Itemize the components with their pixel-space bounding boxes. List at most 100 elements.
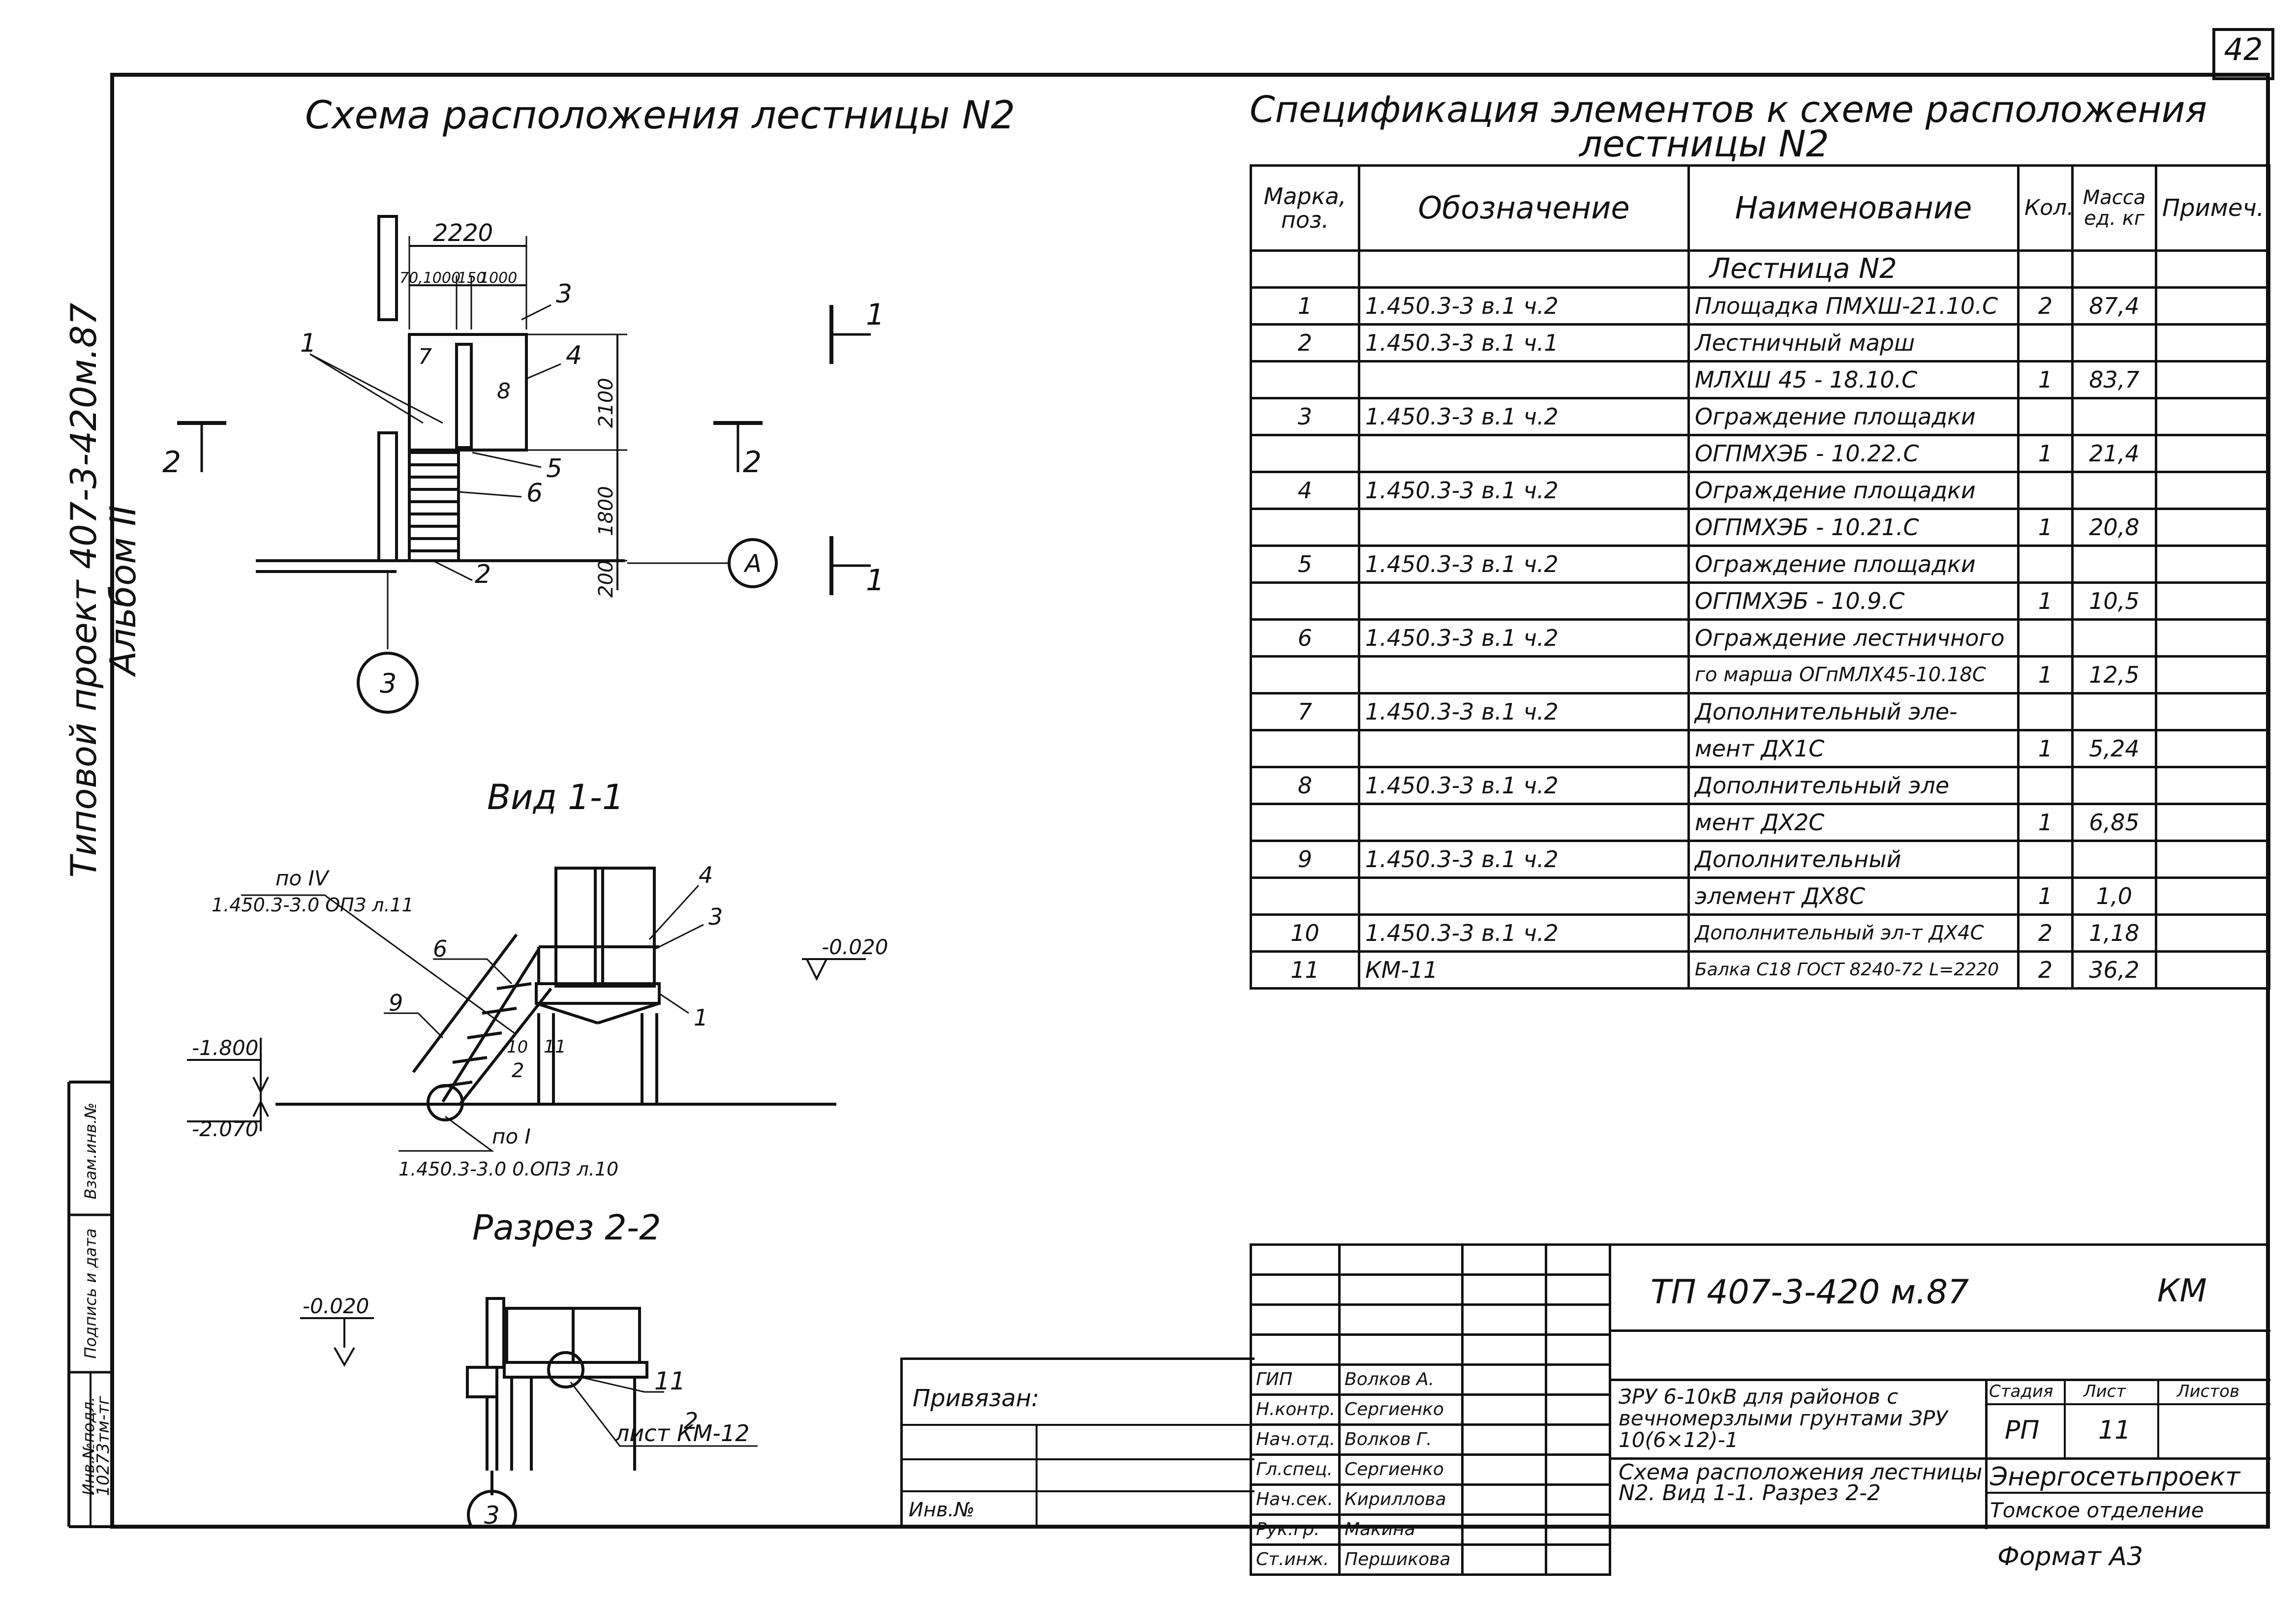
sheet-header: Лист [2083, 1382, 2126, 1401]
signature-name: Макина [1338, 1513, 1464, 1546]
stamp-line [1985, 1492, 2270, 1494]
spec-cell: 1.450.3-3 в.1 ч.2 [1358, 913, 1690, 953]
view11-title: Вид 1-1 [487, 777, 624, 817]
dim-v-top: 2100 [595, 378, 617, 428]
spec-header-qty: Кол. [2017, 164, 2074, 252]
signature-mark [1461, 1513, 1547, 1546]
spec-title-line2: лестницы N2 [1579, 123, 1829, 165]
spec-cell: 6,85 [2071, 803, 2157, 842]
spec-cell: Ограждение площадки [1687, 544, 2020, 584]
signature-mark [1461, 1393, 1547, 1426]
plan-title: Схема расположения лестницы N2 [305, 93, 1015, 138]
spec-cell: 11 [1250, 950, 1360, 990]
spec-cell [1358, 581, 1690, 621]
view11-ref-top: по IV [276, 866, 330, 890]
spec-cell [1358, 249, 1690, 289]
axis-3-label: 3 [380, 668, 397, 699]
project-title-vertical: Типовой проект 407-3-420м.87 Альбом II [63, 302, 144, 878]
dim-sub-mid: 150 [458, 270, 486, 287]
section22-sheet-ref: лист КМ-12 [614, 1420, 749, 1447]
plan-drawing: 2220 70,1000 150 1000 2100 1800 200 1 2 … [162, 215, 885, 714]
sheets-header: Листов [2177, 1382, 2240, 1401]
signature-row: Ст.инж.Першикова [1250, 1543, 1611, 1576]
spec-cell: ОГПМХЭБ - 10.22.С [1687, 434, 2020, 473]
spec-cell [2017, 840, 2074, 879]
spec-title-line1: Спецификация элементов к схеме расположе… [1250, 89, 2207, 131]
stage-header: Стадия [1989, 1382, 2053, 1401]
spec-cell [1250, 434, 1360, 473]
spec-cell [2017, 544, 2074, 584]
sheet-title: Схема расположения лестницы N2. Вид 1-1.… [1619, 1460, 1983, 1506]
stamp-divider [1985, 1379, 1988, 1529]
section22-axis: 3 [484, 1501, 500, 1525]
spec-cell [2155, 729, 2270, 768]
spec-cell: 20,8 [2071, 508, 2157, 547]
sheet-number: 42 [2224, 31, 2263, 67]
spec-cell: 2 [2017, 913, 2074, 953]
view11-callout-3: 3 [708, 904, 723, 930]
spec-cell: элемент ДХ8С [1687, 876, 2020, 916]
spec-cell: Лестничный марш [1687, 323, 2020, 362]
plan-callout-3: 3 [556, 279, 572, 309]
spec-cell [2071, 840, 2157, 879]
spec-cell: 1.450.3-3 в.1 ч.2 [1358, 397, 1690, 436]
spec-cell: 3 [1250, 397, 1360, 436]
section-mark-2-left: 2 [162, 445, 181, 480]
signature-row: Н.контр.Сергиенко [1250, 1393, 1611, 1426]
spec-cell [2155, 508, 2270, 547]
spec-cell: 87,4 [2071, 286, 2157, 326]
strip-label-2: Подпись и дата [81, 1228, 100, 1359]
spec-cell [1250, 508, 1360, 547]
spec-cell: 1.450.3-3 в.1 ч.2 [1358, 286, 1690, 326]
axis-a-label: А [743, 549, 762, 578]
view11-level-top: -0.020 [822, 935, 888, 959]
spec-cell: 21,4 [2071, 434, 2157, 473]
view11-level-mid: -1.800 [192, 1036, 258, 1060]
section22-title: Разрез 2-2 [472, 1207, 661, 1248]
doc-mark: КМ [2157, 1273, 2207, 1309]
spec-cell [1250, 729, 1360, 768]
spec-cell: Площадка ПМХШ-21.10.С [1687, 286, 2020, 326]
spec-cell: 1 [2017, 803, 2074, 842]
view11-ref-bottom: по I [492, 1124, 531, 1148]
signature-role: Нач.сек. [1250, 1483, 1341, 1516]
section-mark-1-bottom: 1 [866, 563, 885, 598]
plan-callout-2: 2 [475, 560, 491, 589]
spec-cell [2017, 471, 2074, 510]
spec-cell [1250, 360, 1360, 399]
spec-cell: 2 [2017, 950, 2074, 990]
spec-cell: 10 [1250, 913, 1360, 953]
signature-name: Сергиенко [1338, 1453, 1464, 1486]
spec-cell: Дополнительный эле [1687, 766, 2020, 805]
plan-callout-6: 6 [526, 479, 543, 508]
spec-cell: мент ДХ2С [1687, 803, 2020, 842]
spec-cell [2155, 876, 2270, 916]
plan-callout-1: 1 [300, 329, 316, 358]
spec-cell: 1.450.3-3 в.1 ч.2 [1358, 766, 1690, 805]
spec-cell: 2 [1250, 323, 1360, 362]
spec-cell: 83,7 [2071, 360, 2157, 399]
spec-cell [1250, 655, 1360, 694]
view11-callout-1: 1 [694, 1004, 708, 1031]
spec-cell [1358, 360, 1690, 399]
spec-cell: КМ-11 [1358, 950, 1690, 990]
spec-cell [1358, 876, 1690, 916]
signature-name: Сергиенко [1338, 1393, 1464, 1426]
dim-sub-right: 1000 [480, 270, 517, 287]
spec-cell [2155, 249, 2270, 289]
privyazan-line [903, 1458, 1255, 1460]
spec-cell [2155, 766, 2270, 805]
spec-cell [1250, 249, 1360, 289]
stamp-line [1985, 1403, 2270, 1405]
spec-cell [1358, 803, 1690, 842]
signature-role: Рук.гр. [1250, 1513, 1341, 1546]
section-mark-2-right: 2 [743, 445, 762, 480]
spec-cell [2071, 471, 2157, 510]
